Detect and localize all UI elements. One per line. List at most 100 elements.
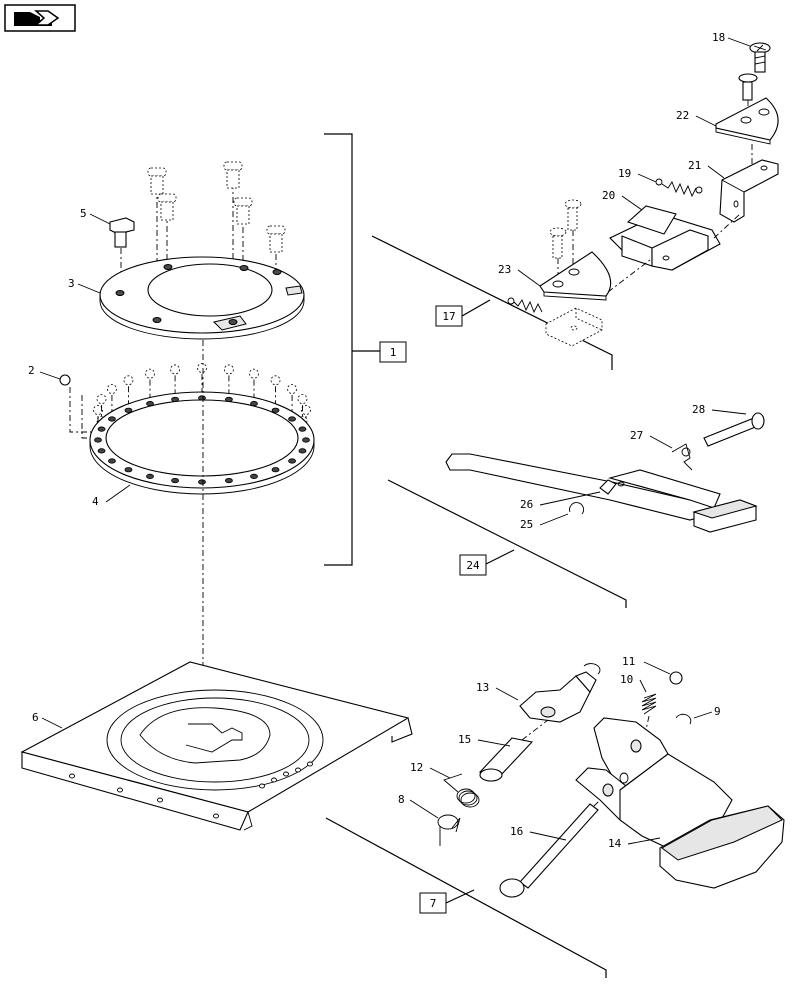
ball: [107, 384, 117, 394]
callout-box-7: 7: [419, 892, 447, 914]
race-hole: [124, 407, 133, 413]
callout-15: 15: [458, 733, 471, 746]
callout-7: 7: [430, 897, 437, 910]
ball: [96, 394, 107, 405]
race-hole: [171, 396, 179, 403]
callout-5: 5: [80, 207, 87, 220]
latch-housing-20: [609, 205, 741, 271]
adjustment-lever: [445, 453, 758, 533]
race-hole: [302, 437, 310, 443]
ball: [270, 375, 281, 386]
callout-9: 9: [714, 705, 721, 718]
ball: [123, 375, 134, 386]
torsion-spring-12: [443, 773, 480, 808]
race-hole: [298, 448, 307, 454]
callout-13: 13: [476, 681, 489, 694]
race-hole: [250, 473, 258, 479]
bearing-ring-3: [99, 256, 305, 340]
race-hole: [171, 477, 179, 484]
race-hole: [225, 477, 233, 484]
race-hole: [94, 437, 102, 443]
callout-16: 16: [510, 825, 523, 838]
screws-23: [549, 199, 582, 282]
callout-19: 19: [618, 167, 631, 180]
spring-19: [655, 178, 703, 198]
ball: [297, 394, 308, 405]
triangle-plate-22: [715, 97, 779, 145]
clip-9: [675, 713, 692, 725]
race-hole: [250, 401, 258, 407]
spring-10: [641, 693, 657, 731]
callout-20: 20: [602, 189, 615, 202]
phantom-mount: [545, 307, 603, 347]
base-hole: [157, 797, 163, 803]
base-hole: [295, 767, 301, 773]
callout-6: 6: [32, 711, 39, 724]
ball: [287, 384, 297, 394]
race-hole: [225, 396, 233, 403]
callout-box-1: 1: [379, 341, 407, 363]
callout-24: 24: [466, 559, 480, 572]
base-hole: [271, 777, 277, 783]
pin-16: [499, 785, 615, 898]
callout-22: 22: [676, 109, 689, 122]
callout-17: 17: [442, 310, 455, 323]
race-hole: [146, 473, 154, 479]
race-hole: [146, 401, 154, 407]
release-handle-14: [575, 717, 785, 889]
callout-21: 21: [688, 159, 701, 172]
angle-bracket-21: [719, 159, 779, 223]
race-hole: [288, 416, 296, 422]
base-hole: [117, 787, 123, 793]
arrow-icon[interactable]: [4, 4, 76, 32]
e-clip-25: [569, 502, 584, 515]
race-hole: [271, 407, 280, 413]
race-hole: [97, 448, 106, 454]
cam-lever-13: [519, 671, 597, 723]
race-hole: [198, 479, 206, 485]
callout-26: 26: [520, 498, 533, 511]
ball: [170, 364, 180, 375]
callout-23: 23: [498, 263, 511, 276]
base-hole: [259, 783, 265, 789]
base-hole: [283, 771, 289, 777]
callout-27: 27: [630, 429, 643, 442]
callout-2: 2: [28, 364, 35, 377]
ball: [249, 368, 259, 379]
ball: [301, 405, 311, 415]
triangle-plate-23: [539, 251, 651, 301]
base-hole: [69, 773, 75, 779]
race-hole: [198, 395, 206, 401]
race-hole: [97, 426, 106, 432]
ball-11: [669, 671, 683, 685]
mounting-bolts: [147, 161, 286, 320]
screw-22-upper: [738, 73, 758, 116]
bearing-race-4: [89, 391, 315, 495]
hex-bolt-5: [109, 217, 135, 290]
race-hole: [298, 426, 307, 432]
clip-8: [437, 814, 461, 846]
callout-18: 18: [712, 31, 725, 44]
callout-8: 8: [398, 793, 405, 806]
callout-box-24: 24: [459, 554, 487, 576]
ball: [145, 368, 155, 379]
base-hole: [307, 761, 313, 767]
ball: [93, 405, 103, 415]
spring-23-lower: [507, 297, 543, 314]
callout-11: 11: [622, 655, 635, 668]
shaft-15: [478, 719, 549, 782]
ball-2: [59, 374, 71, 386]
spring-clip-27: [671, 443, 693, 471]
swivel-base-plate-6: [20, 661, 413, 831]
ball: [197, 363, 207, 373]
race-hole: [271, 467, 280, 473]
callout-14: 14: [608, 837, 622, 850]
callout-box-17: 17: [435, 305, 463, 327]
pin-28: [703, 412, 765, 447]
race-hole: [124, 467, 133, 473]
callout-12: 12: [410, 761, 423, 774]
clip-13-top: [583, 663, 601, 675]
screw-18: [749, 42, 771, 73]
race-hole: [108, 416, 116, 422]
